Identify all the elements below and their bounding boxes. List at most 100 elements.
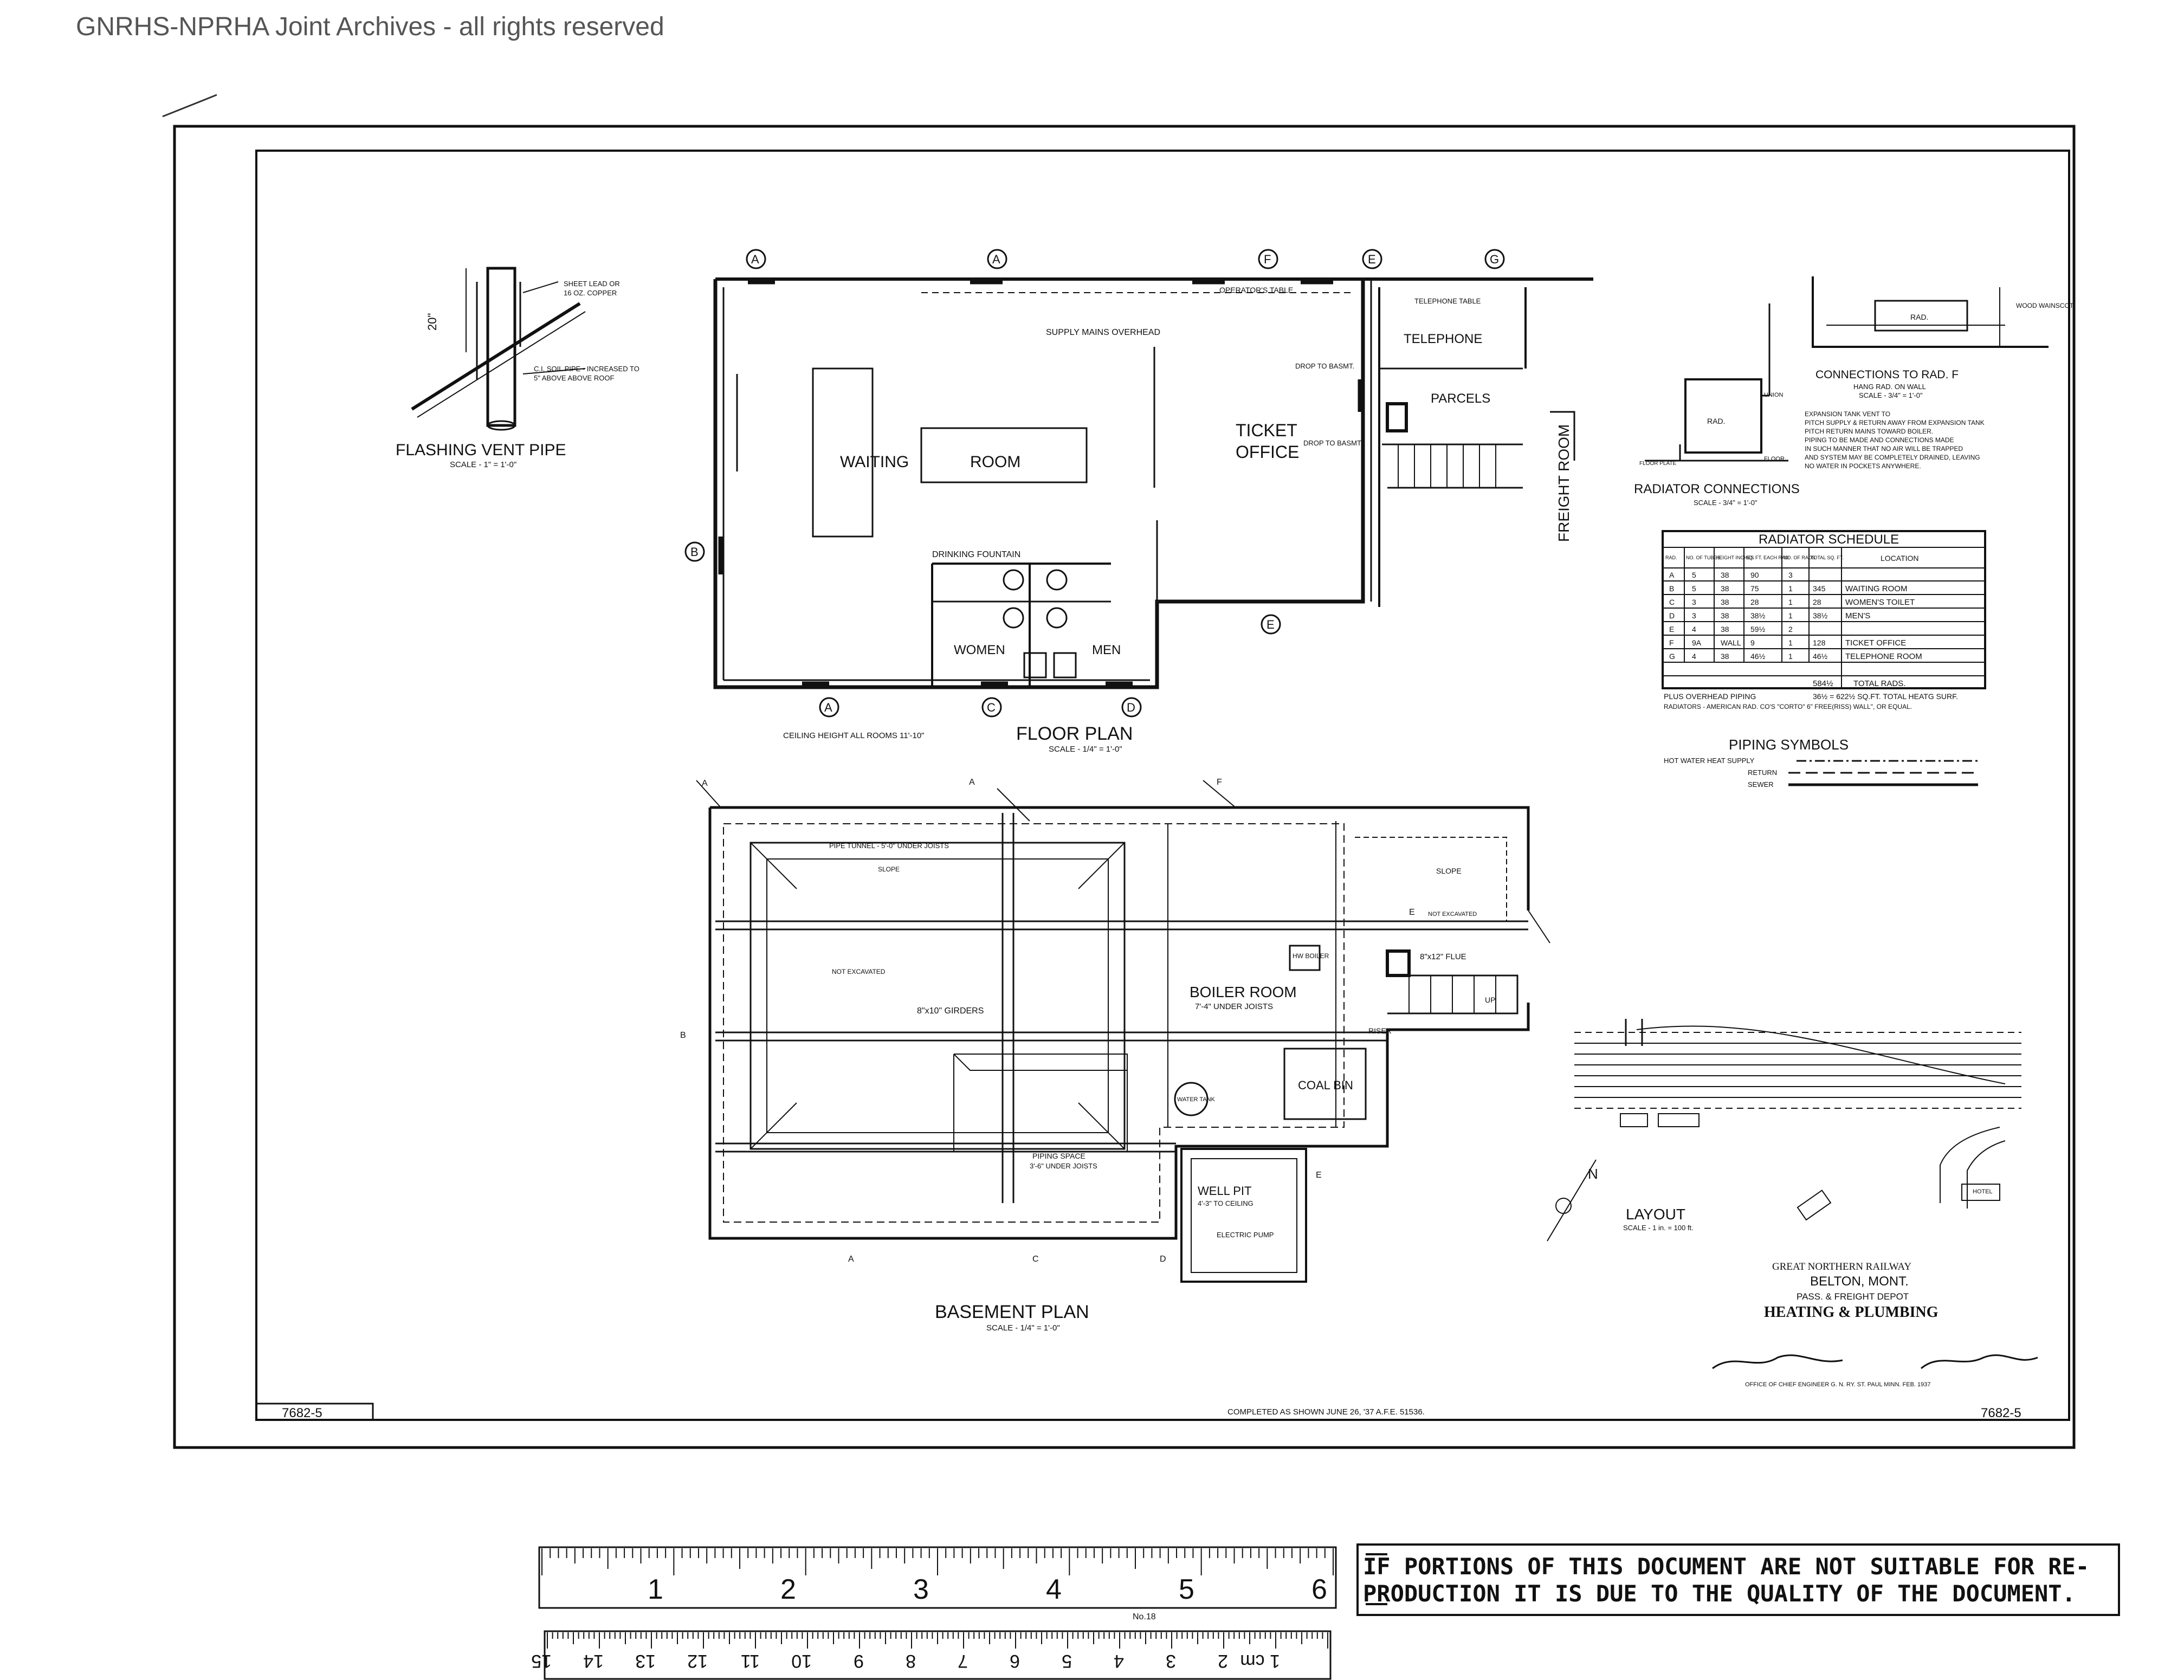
marker-a2: A bbox=[992, 253, 1000, 266]
cm-label: 11 bbox=[741, 1651, 760, 1671]
schedule-cell: 46½ bbox=[1813, 652, 1828, 661]
schedule-overhead: PLUS OVERHEAD PIPING bbox=[1664, 692, 1756, 701]
schedule-cell: E bbox=[1669, 625, 1674, 634]
cm-label: 7 bbox=[958, 1651, 968, 1671]
schedule-cell: 345 bbox=[1813, 584, 1826, 593]
svg-text:F: F bbox=[1217, 778, 1222, 787]
pipe-space-label: PIPING SPACE bbox=[1032, 1152, 1085, 1160]
schedule-cell: 38 bbox=[1721, 611, 1729, 620]
cm-label: 4 bbox=[1114, 1651, 1124, 1671]
svg-text:NO. OF TUBES: NO. OF TUBES bbox=[1686, 555, 1720, 560]
basement-scale: SCALE - 1/4" = 1'-0" bbox=[986, 1323, 1060, 1333]
schedule-cell: 38 bbox=[1721, 625, 1729, 634]
tb-drawing-left: 7682-5 bbox=[282, 1406, 322, 1420]
svg-text:TOTAL SQ. FT.: TOTAL SQ. FT. bbox=[1811, 555, 1844, 560]
drinking-label: DRINKING FOUNTAIN bbox=[932, 550, 1020, 559]
svg-text:B: B bbox=[680, 1031, 686, 1040]
schedule-cell: 1 bbox=[1788, 638, 1793, 647]
basement-section-letters: A A F B C D E A E bbox=[680, 778, 1415, 1264]
schedule-cell: C bbox=[1669, 598, 1675, 606]
water-tank-label: WATER TANK bbox=[1177, 1096, 1216, 1103]
marker-g: G bbox=[1490, 253, 1499, 266]
schedule-total-value: 584½ bbox=[1813, 679, 1833, 688]
schedule-cell: 28 bbox=[1750, 598, 1759, 606]
svg-text:E: E bbox=[1316, 1171, 1322, 1180]
schedule-cell: G bbox=[1669, 652, 1675, 661]
flue-label: 8"x12" FLUE bbox=[1420, 952, 1466, 961]
svg-text:1: 1 bbox=[648, 1574, 663, 1605]
svg-text:RAD.: RAD. bbox=[1665, 555, 1677, 560]
svg-text:A: A bbox=[848, 1255, 854, 1264]
svg-text:A: A bbox=[702, 779, 708, 788]
stamp-line-1: IF PORTIONS OF THIS DOCUMENT ARE NOT SUI… bbox=[1363, 1553, 2089, 1580]
schedule-headers: RAD. NO. OF TUBES HEIGHT INCHES SQ. FT. … bbox=[1665, 555, 1844, 560]
connections-wood: WOOD WAINSCOT bbox=[2016, 302, 2074, 309]
schedule-cell: 5 bbox=[1692, 571, 1696, 579]
rad-connections-floor-plate: FLOOR PLATE bbox=[1639, 461, 1676, 467]
supply-label: SUPPLY MAINS OVERHEAD bbox=[1046, 328, 1160, 337]
up-label: UP bbox=[1485, 996, 1495, 1004]
pipe-space-sub-label: 3'-6" UNDER JOISTS bbox=[1030, 1162, 1097, 1170]
svg-text:E: E bbox=[1409, 908, 1415, 917]
floor-plan-markers bbox=[684, 249, 1505, 718]
schedule-radiators-note: RADIATORS - AMERICAN RAD. CO'S "CORTO" 6… bbox=[1664, 703, 1912, 710]
men-label: MEN bbox=[1092, 643, 1121, 657]
tb-office: OFFICE OF CHIEF ENGINEER G. N. RY. ST. P… bbox=[1745, 1381, 1931, 1388]
connections-rad: RAD. bbox=[1910, 313, 1928, 321]
svg-text:NO. OF RADS.: NO. OF RADS. bbox=[1784, 555, 1817, 560]
riser-label: RISER bbox=[1368, 1026, 1392, 1035]
schedule-cell: 128 bbox=[1813, 638, 1826, 647]
schedule-cell: 38 bbox=[1721, 652, 1729, 661]
schedule-cell: 75 bbox=[1750, 584, 1759, 593]
ruler-ticks bbox=[541, 1548, 1334, 1649]
schedule-cell: 3 bbox=[1692, 598, 1696, 606]
flashing-note-2b: 5" ABOVE ABOVE ROOF bbox=[534, 374, 614, 382]
connections-detail bbox=[1768, 276, 2049, 396]
girders-label: 8"x10" GIRDERS bbox=[917, 1006, 984, 1016]
tb-subject: HEATING & PLUMBING bbox=[1764, 1304, 1939, 1321]
layout-title: LAYOUT bbox=[1626, 1206, 1685, 1223]
schedule-cell: WOMEN'S TOILET bbox=[1845, 598, 1915, 607]
piping-sewer: SEWER bbox=[1748, 780, 1774, 789]
cm-label: 2 bbox=[1218, 1651, 1228, 1671]
svg-text:HEIGHT INCHES: HEIGHT INCHES bbox=[1716, 555, 1754, 560]
ticket-label: TICKET bbox=[1236, 421, 1297, 440]
outer-border bbox=[173, 125, 2076, 1449]
schedule-cell: 38½ bbox=[1813, 611, 1828, 620]
svg-text:PIPING TO BE MADE AND CONNECTI: PIPING TO BE MADE AND CONNECTIONS MADE bbox=[1805, 436, 1954, 444]
marker-e1: E bbox=[1368, 253, 1376, 266]
schedule-cell: 59½ bbox=[1750, 625, 1766, 634]
rad-connections-floor: FLOOR bbox=[1764, 456, 1785, 462]
schedule-cell: D bbox=[1669, 611, 1675, 620]
piping-return: RETURN bbox=[1748, 768, 1777, 777]
schedule-cell: TELEPHONE ROOM bbox=[1845, 652, 1922, 661]
cm-label: 6 bbox=[1010, 1651, 1020, 1671]
marker-f: F bbox=[1264, 253, 1271, 266]
floor-plan-scale: SCALE - 1/4" = 1'-0" bbox=[1049, 745, 1122, 754]
flashing-note-2: C.I. SOIL PIPE - INCREASED TO bbox=[534, 365, 639, 373]
not-excavated-label: NOT EXCAVATED bbox=[832, 968, 886, 975]
telephone-label: TELEPHONE bbox=[1404, 332, 1482, 346]
tunnel-label: PIPE TUNNEL - 5'-0" UNDER JOISTS bbox=[829, 842, 949, 850]
schedule-cell: B bbox=[1669, 584, 1674, 593]
slope-label: SLOPE bbox=[878, 865, 900, 873]
svg-text:C: C bbox=[1032, 1255, 1039, 1264]
cm-label: 14 bbox=[583, 1651, 604, 1671]
svg-text:EXPANSION TANK VENT TO: EXPANSION TANK VENT TO bbox=[1805, 410, 1890, 418]
tb-drawing-right: 7682-5 bbox=[1981, 1406, 2021, 1420]
schedule-total-label: TOTAL RADS. bbox=[1853, 679, 1905, 688]
piping-title: PIPING SYMBOLS bbox=[1729, 736, 1849, 753]
svg-text:4: 4 bbox=[1046, 1574, 1062, 1605]
cm-label: 9 bbox=[854, 1651, 864, 1671]
schedule-cell: 9 bbox=[1750, 638, 1755, 647]
cm-label: 10 bbox=[791, 1651, 812, 1671]
floor-plan-drawing bbox=[713, 277, 1593, 689]
schedule-cell: 28 bbox=[1813, 598, 1821, 606]
flashing-note-1: SHEET LEAD OR bbox=[564, 280, 620, 288]
schedule-cell: MEN'S bbox=[1845, 611, 1870, 621]
flashing-dim: 20" bbox=[425, 313, 439, 331]
svg-text:D: D bbox=[1160, 1255, 1166, 1264]
svg-text:PITCH SUPPLY & RETURN AWAY FRO: PITCH SUPPLY & RETURN AWAY FROM EXPANSIO… bbox=[1805, 419, 1985, 427]
drop-label-1: DROP TO BASMT. bbox=[1295, 362, 1354, 370]
